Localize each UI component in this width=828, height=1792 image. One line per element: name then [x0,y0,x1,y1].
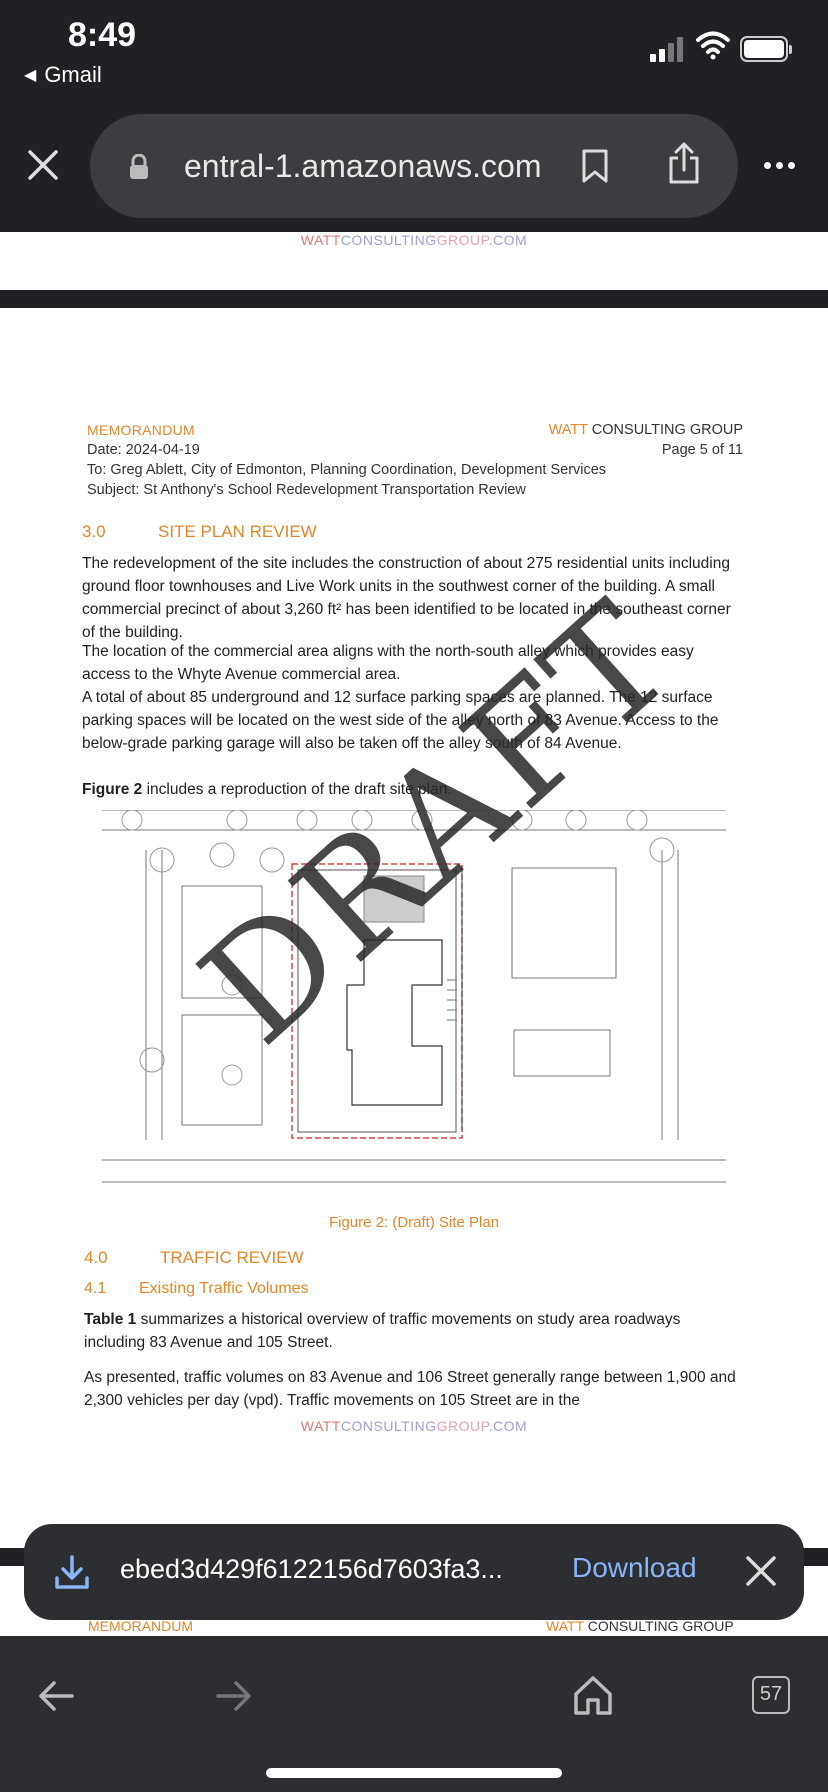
section-4-paragraph-1: Table 1 summarizes a historical overview… [84,1311,681,1351]
back-app-label: Gmail [44,62,102,87]
section-4-number: 4.0 [84,1248,108,1267]
next-memo-brand: WATT CONSULTING GROUP [546,1618,734,1634]
section-3-paragraph-4: Figure 2 includes a reproduction of the … [82,781,452,798]
tab-switcher-button[interactable]: 57 [752,1676,790,1714]
section-4-title: TRAFFIC REVIEW [160,1248,304,1267]
forward-arrow-icon[interactable] [214,1678,254,1714]
next-memo-label: MEMORANDUM [88,1618,193,1634]
memo-header: MEMORANDUM WATT CONSULTING GROUP Date: 2… [87,420,743,500]
browser-toolbar: entral-1.amazonaws.com [0,104,828,232]
home-indicator[interactable] [266,1768,562,1778]
download-filename: ebed3d429f6122156d7603fa3... [120,1554,503,1584]
memo-subject: Subject: St Anthony's School Redevelopme… [87,482,526,498]
page-footer-brand: WATTCONSULTINGGROUP.COM [300,232,528,248]
download-icon [55,1555,89,1589]
download-bar: ebed3d429f6122156d7603fa3... Download [24,1524,804,1620]
section-3-number: 3.0 [82,522,106,541]
section-3-paragraph-2: The location of the commercial area alig… [82,643,694,683]
download-button[interactable]: Download [572,1552,697,1583]
figure-caption: Figure 2: (Draft) Site Plan [328,1214,500,1231]
close-tab-icon[interactable] [26,148,60,182]
section-3-paragraph-3: A total of about 85 underground and 12 s… [82,689,719,752]
pdf-page: MEMORANDUM WATT CONSULTING GROUP Date: 2… [0,308,828,1548]
battery-icon [740,36,792,62]
section-3-title: SITE PLAN REVIEW [158,522,317,541]
close-download-icon[interactable] [744,1554,778,1588]
section-4-1-number: 4.1 [84,1280,107,1297]
memo-brand: WATT CONSULTING GROUP [548,422,743,438]
more-options-icon[interactable] [764,162,795,169]
site-plan-figure [102,810,726,1183]
next-page-header-peek: MEMORANDUM WATT CONSULTING GROUP [0,1618,828,1636]
memo-date: Date: 2024-04-19 [87,442,200,458]
previous-page-bottom: WATTCONSULTINGGROUP.COM [0,232,828,290]
url-text: entral-1.amazonaws.com [184,148,542,184]
memo-page-number: Page 5 of 11 [661,442,743,458]
memo-to: To: Greg Ablett, City of Edmonton, Plann… [87,462,607,478]
lock-icon [130,154,148,179]
wifi-icon [696,31,730,60]
bottom-navigation: 57 [0,1636,828,1792]
clock: 8:49 [68,16,137,54]
share-icon[interactable] [666,142,702,186]
section-4-1-title: Existing Traffic Volumes [139,1280,309,1297]
back-triangle-icon: ◀ [24,67,37,84]
address-bar[interactable]: entral-1.amazonaws.com [90,114,738,218]
section-3-paragraph-1: The redevelopment of the site includes t… [82,555,731,641]
status-bar: 8:49 ◀ Gmail [0,0,828,104]
section-4-paragraph-2: As presented, traffic volumes on 83 Aven… [84,1369,736,1409]
back-arrow-icon[interactable] [36,1678,76,1714]
page-separator [0,290,828,308]
bookmark-icon[interactable] [580,148,610,184]
cellular-signal-icon [650,36,683,62]
page-footer-brand: WATTCONSULTINGGROUP.COM [300,1418,528,1434]
home-icon[interactable] [572,1674,614,1716]
back-to-app-link[interactable]: ◀ Gmail [24,62,102,88]
pdf-document-view[interactable]: WATTCONSULTINGGROUP.COM MEMORANDUM WATT … [0,232,828,1634]
memo-label: MEMORANDUM [87,422,195,438]
